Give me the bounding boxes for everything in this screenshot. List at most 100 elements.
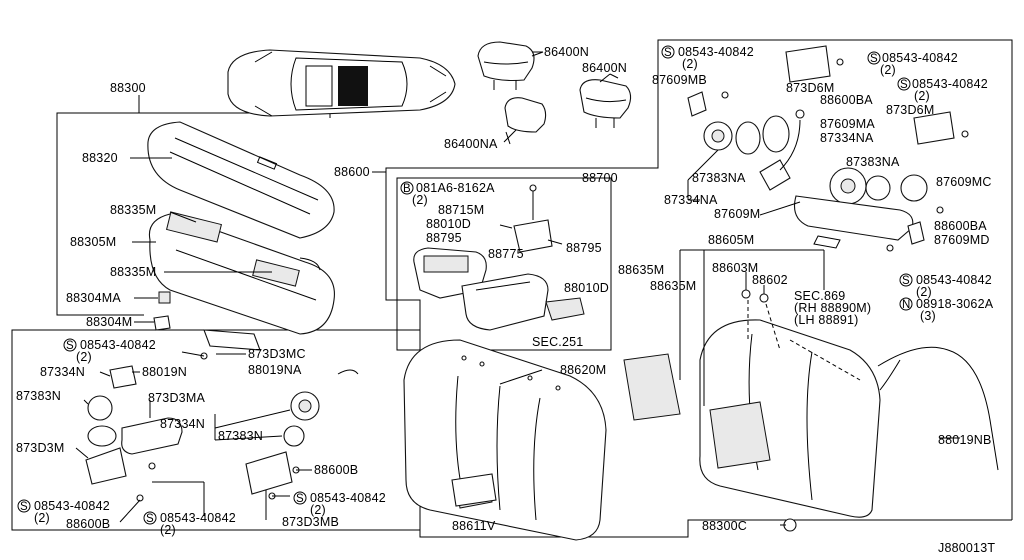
callout-88600B: 88600B [66,517,110,531]
headrest-group [477,41,632,145]
vehicle-top-view [227,49,456,117]
callout-88700: 88700 [582,171,618,185]
speaker-group-upper-right [687,45,969,252]
callout-873D6M: 873D6M [886,103,934,117]
callout-87334N: 87334N [160,417,205,431]
callout-87609M: 87609M [714,207,760,221]
callout-qty: (2) [880,63,896,77]
callout-qty: (2) [682,57,698,71]
svg-text:S: S [664,47,672,59]
callout-87383N: 87383N [218,429,263,443]
svg-text:S: S [146,513,154,525]
callout-88605M: 88605M [708,233,754,247]
callout-88611V: 88611V [452,519,496,533]
clip-parts [134,291,171,331]
callout-86400N: 86400N [544,45,589,59]
callout-081A6-8162A: 081A6-8162A [416,181,495,195]
svg-text:S: S [870,53,878,65]
callout-88300C: 88300C [702,519,747,533]
callout-86400NA: 86400NA [444,137,498,151]
callout-87334N: 87334N [40,365,85,379]
callout-88335M: 88335M [110,203,156,217]
callout-qty: (2) [310,503,326,517]
seat-frame-88305M [148,211,335,335]
armrest-88700 [413,184,585,331]
callout-86400N: 86400N [582,61,627,75]
callout-88300: 88300 [110,81,146,95]
callout-87383NA: 87383NA [692,171,746,185]
callout-88010D: 88010D [564,281,609,295]
bolt-symbol-icon: B [400,181,414,195]
seatback-frame-88605M [623,289,999,532]
callout-87383NA: 87383NA [846,155,900,169]
callout-08543-40842: 08543-40842 [160,511,236,525]
callout-88635M: 88635M [650,279,696,293]
callout-88795: 88795 [426,231,462,245]
callout-qty: (3) [920,309,936,323]
callout-88600BA: 88600BA [934,219,987,233]
leader-lines [75,51,960,526]
callout-qty: (2) [34,511,50,525]
callout-88635M: 88635M [618,263,664,277]
svg-text:S: S [296,493,304,505]
speaker-group-lower-left [85,329,497,507]
screw-symbol-icon: S [293,491,307,505]
callout-88715M: 88715M [438,203,484,217]
callout-qty: (2) [914,89,930,103]
screw-symbol-icon: S [867,51,881,65]
seat-cushion-88320 [147,121,335,239]
callout-87383N: 87383N [16,389,61,403]
symbol-markers: S S S B S N S S S S [17,45,913,525]
callout-sec-869-rh: (RH 88890M) [794,301,871,315]
frame-lines [11,39,1013,538]
callout-87334NA: 87334NA [820,131,874,145]
callout-08543-40842: 08543-40842 [882,51,958,65]
callout-87609MC: 87609MC [936,175,992,189]
callout-88795: 88795 [566,241,602,255]
callout-qty: (2) [916,285,932,299]
callout-88304M: 88304M [86,315,132,329]
callout-labels: 86400N 86400N 86400NA 88300 88320 88335M… [16,45,995,555]
callout-88603M: 88603M [712,261,758,275]
callout-08543-40842: 08543-40842 [912,77,988,91]
callout-88620M: 88620M [560,363,606,377]
callout-88320: 88320 [82,151,118,165]
callout-08543-40842: 08543-40842 [80,338,156,352]
callout-87609MA: 87609MA [820,117,875,131]
callout-88019NB: 88019NB [938,433,992,447]
callout-88335M: 88335M [110,265,156,279]
screw-symbol-icon: S [143,511,157,525]
callout-87609MB: 87609MB [652,73,707,87]
callout-qty: (2) [412,193,428,207]
svg-text:N: N [902,299,910,311]
callout-88602: 88602 [752,273,788,287]
svg-text:S: S [902,275,910,287]
callout-873D3MB: 873D3MB [282,515,339,529]
callout-08543-40842: 08543-40842 [34,499,110,513]
callout-08918-3062A: 08918-3062A [916,297,994,311]
screw-symbol-icon: S [661,45,675,59]
callout-08543-40842: 08543-40842 [310,491,386,505]
svg-text:S: S [20,501,28,513]
callout-sec-869: SEC.869 [794,289,845,303]
callout-88019N: 88019N [142,365,187,379]
callout-88305M: 88305M [70,235,116,249]
nut-symbol-icon: N [899,297,913,311]
callout-88600B: 88600B [314,463,358,477]
screw-symbol-icon: S [63,338,77,352]
callout-873D6M: 873D6M [786,81,834,95]
callout-qty: (2) [76,350,92,364]
callout-87609MD: 87609MD [934,233,990,247]
screw-symbol-icon: S [897,77,911,91]
callout-88775: 88775 [488,247,524,261]
callout-88304MA: 88304MA [66,291,121,305]
screw-symbol-icon: S [899,273,913,287]
callout-873D3M: 873D3M [16,441,64,455]
callout-88010D: 88010D [426,217,471,231]
callout-873D3MA: 873D3MA [148,391,205,405]
callout-88019NA: 88019NA [248,363,302,377]
callout-873D3MC: 873D3MC [248,347,306,361]
callout-08543-40842: 08543-40842 [678,45,754,59]
svg-text:S: S [900,79,908,91]
